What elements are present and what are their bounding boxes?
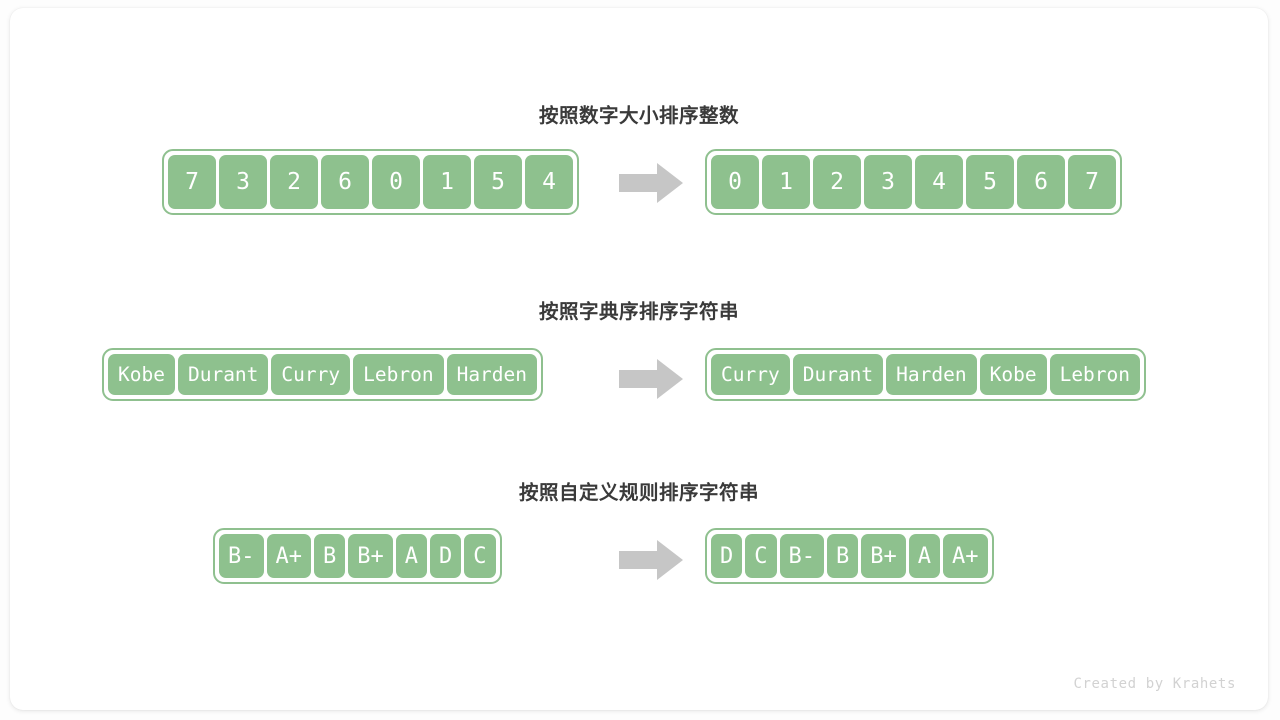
array-cell: Curry	[271, 354, 351, 395]
array-cell: 5	[966, 155, 1014, 209]
array-cell: 3	[864, 155, 912, 209]
array-cell: 2	[813, 155, 861, 209]
array-cell: C	[464, 534, 496, 578]
array-cell: 4	[525, 155, 573, 209]
array-cell: Harden	[446, 354, 538, 395]
array-cell: Curry	[711, 354, 790, 395]
section-title-1: 按照数字大小排序整数	[538, 105, 739, 127]
right-arrow-icon	[619, 540, 683, 580]
array-cell: 6	[321, 155, 369, 209]
array-cell: 4	[915, 155, 963, 209]
array-cell: Durant	[177, 354, 269, 395]
array-cell: 6	[1017, 155, 1065, 209]
array-cell: 3	[219, 155, 267, 209]
array-cell: A	[908, 534, 940, 578]
footer-credit: Created by Krahets	[1073, 676, 1236, 692]
section-title-3: 按照自定义规则排序字符串	[518, 482, 759, 504]
array-cell: 0	[372, 155, 420, 209]
array-cell: 7	[168, 155, 216, 209]
array-cell: Lebron	[1049, 354, 1141, 395]
array-cell: B+	[861, 534, 906, 578]
array-cell: 0	[711, 155, 759, 209]
array-cell: Kobe	[979, 354, 1047, 395]
array-cell: D	[430, 534, 462, 578]
array-cell: B	[827, 534, 859, 578]
array-cell: Kobe	[108, 354, 175, 395]
array-cell: B-	[219, 534, 264, 578]
array-cell: D	[711, 534, 743, 578]
array-cell: 1	[762, 155, 810, 209]
array-cell: A+	[266, 534, 311, 578]
array-cell: 5	[474, 155, 522, 209]
array-cell: 1	[423, 155, 471, 209]
array-cell: C	[745, 534, 777, 578]
array-cell: B+	[348, 534, 393, 578]
array-cell: Lebron	[353, 354, 444, 395]
right-arrow-icon	[619, 359, 683, 399]
array-cell: A+	[943, 534, 988, 578]
array-cell: A	[395, 534, 427, 578]
array-cell: Durant	[792, 354, 884, 395]
array-cell: Harden	[886, 354, 977, 395]
right-arrow-icon	[619, 163, 683, 203]
section-title-2: 按照字典序排序字符串	[538, 301, 739, 323]
array-cell: 7	[1068, 155, 1116, 209]
array-cell: B-	[779, 534, 824, 578]
array-cell: 2	[270, 155, 318, 209]
array-cell: B	[314, 534, 346, 578]
